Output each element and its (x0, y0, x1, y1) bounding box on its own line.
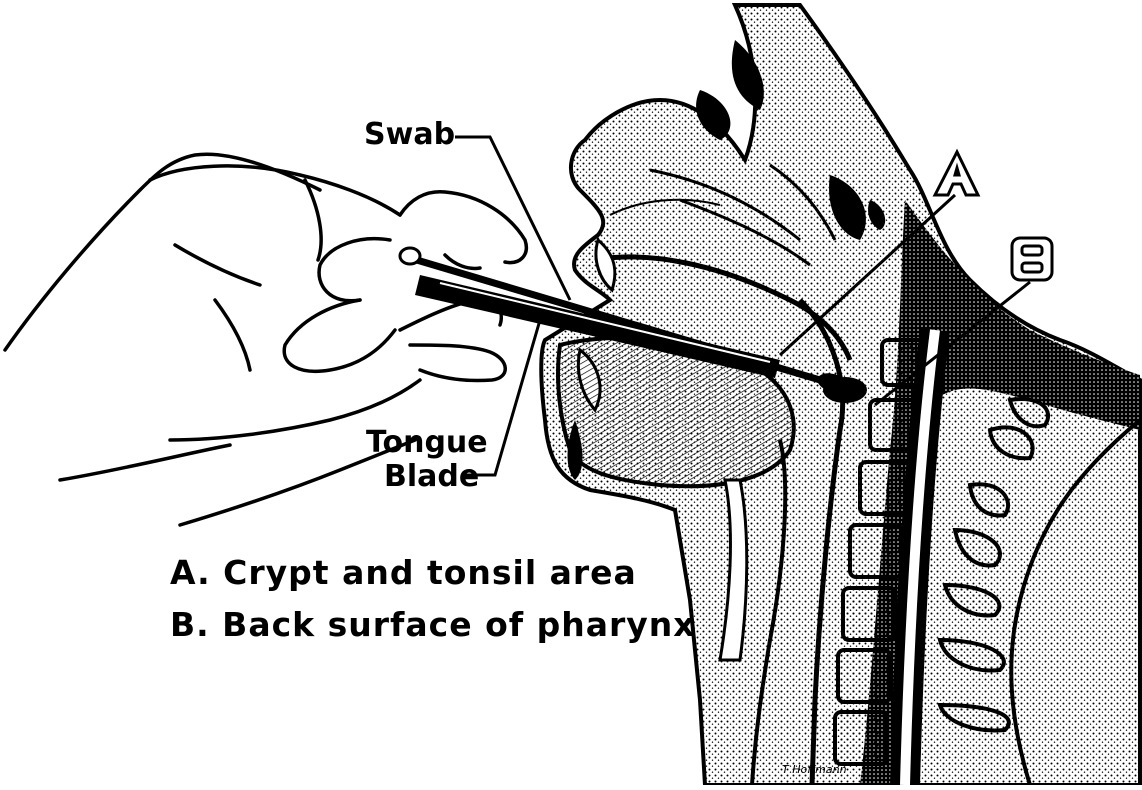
legend-a: A. Crypt and tonsil area (170, 553, 637, 592)
legend-b: B. Back surface of pharynx (170, 605, 696, 644)
marker-a-glyph (935, 152, 978, 195)
artist-signature: T Hoffmann (782, 764, 847, 775)
label-blade: Blade (384, 462, 479, 492)
label-swab: Swab (364, 120, 455, 150)
marker-b-glyph (1012, 238, 1052, 280)
label-tongue: Tongue (366, 428, 488, 458)
